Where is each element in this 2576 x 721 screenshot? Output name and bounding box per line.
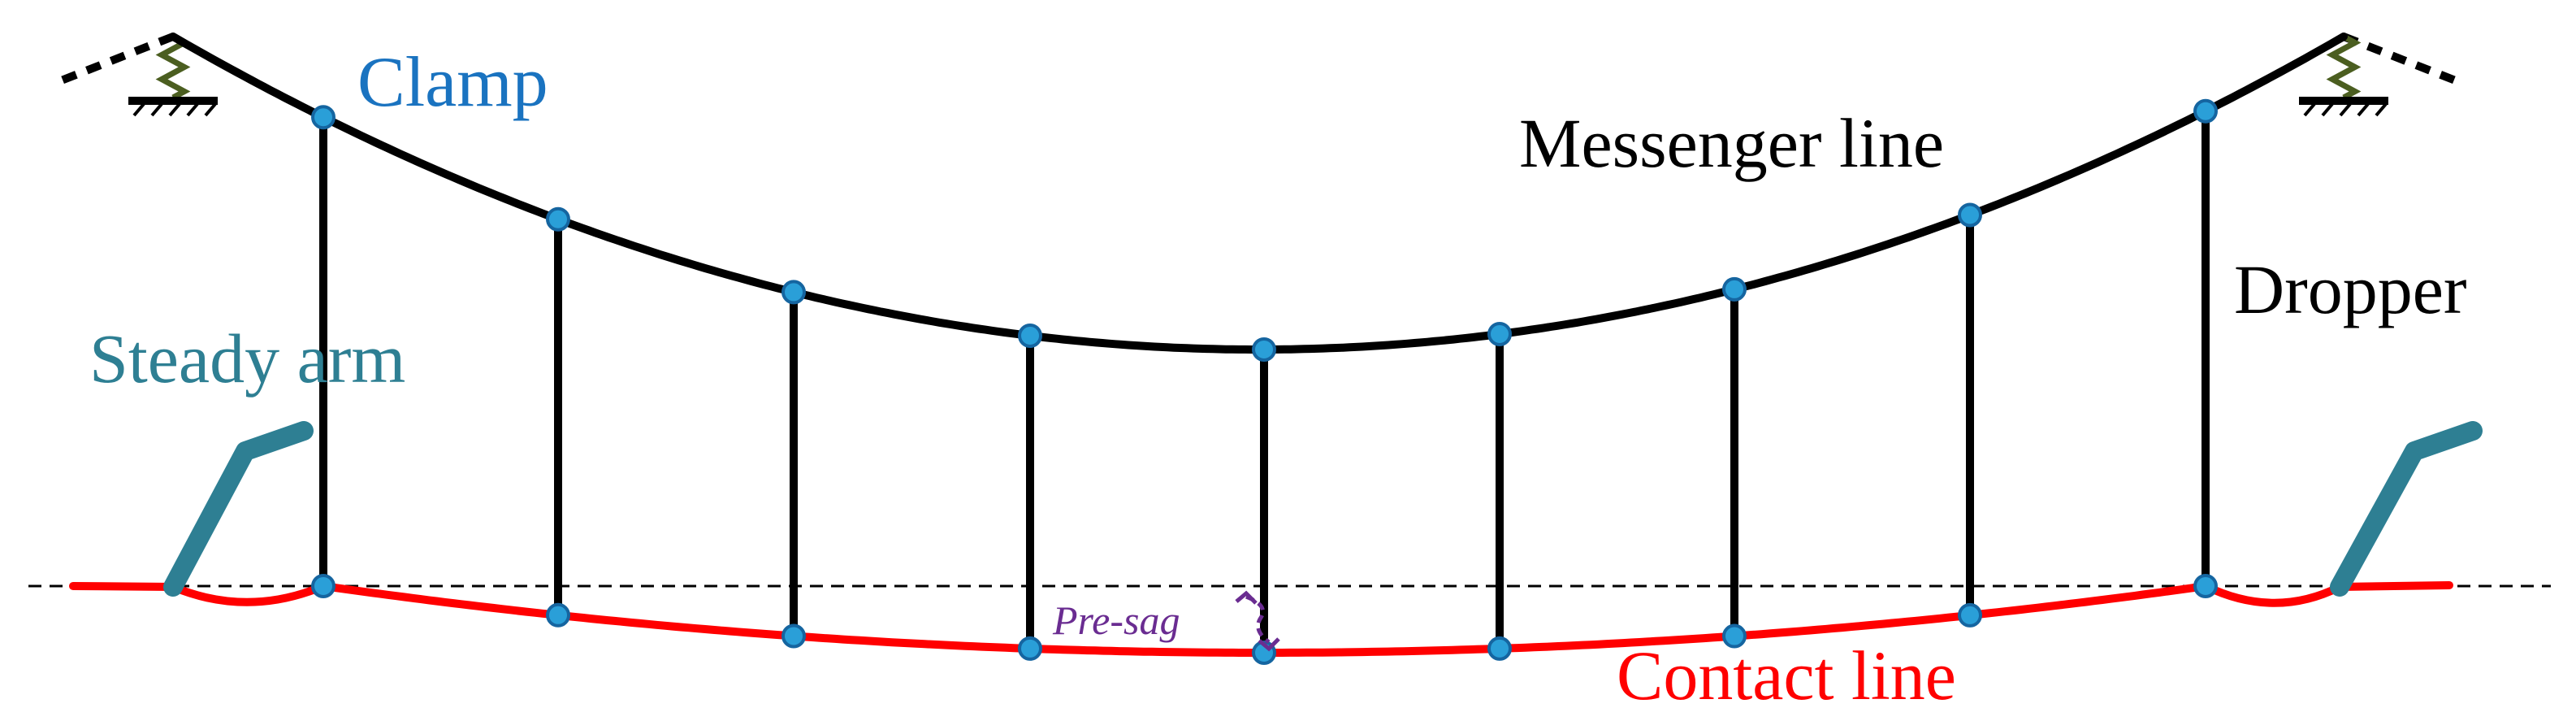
dropper-label: Dropper xyxy=(2234,250,2467,328)
contact-clamp-node-2 xyxy=(546,602,570,628)
contact-line-label: Contact line xyxy=(1617,636,1956,714)
span-continuation xyxy=(2342,33,2459,85)
right-steady-arm xyxy=(2330,421,2483,597)
messenger-line-label: Messenger line xyxy=(1519,104,1944,182)
ground-hatch xyxy=(2321,102,2334,117)
left-support-spring-icon xyxy=(58,33,218,117)
pre-sag-marker xyxy=(1235,590,1280,652)
ground-hatch xyxy=(168,102,181,117)
ground-hatch xyxy=(150,102,163,117)
messenger-clamp-node-8 xyxy=(1958,202,1982,228)
contact-clamp-node-9 xyxy=(2193,574,2218,598)
messenger-clamp-node-1 xyxy=(311,105,336,130)
messenger-clamp-node-3 xyxy=(781,280,806,305)
clamp-nodes xyxy=(311,98,2218,665)
ground-hatch xyxy=(186,102,199,117)
contact-clamp-node-4 xyxy=(1018,636,1042,661)
clamp-label: Clamp xyxy=(357,43,548,122)
messenger-clamp-node-7 xyxy=(1722,276,1747,302)
messenger-clamp-node-4 xyxy=(1018,323,1042,348)
messenger-clamp-node-9 xyxy=(2193,98,2218,124)
ground-hatch xyxy=(2339,102,2352,117)
left-steady-arm xyxy=(163,421,314,597)
contact-clamp-node-3 xyxy=(781,623,806,649)
steady-arm-label: Steady arm xyxy=(89,319,405,397)
ground-hatch xyxy=(2303,102,2316,117)
messenger-clamp-node-6 xyxy=(1487,321,1512,346)
contact-clamp-node-8 xyxy=(1958,602,1982,628)
contact-clamp-node-6 xyxy=(1487,636,1512,661)
ground-hatch xyxy=(204,102,217,117)
pre-sag-label: Pre-sag xyxy=(1052,597,1180,643)
ground-hatch xyxy=(2357,102,2370,117)
span-continuation xyxy=(58,33,175,85)
messenger-clamp-node-2 xyxy=(546,206,570,232)
ground-hatch xyxy=(132,102,145,117)
droppers xyxy=(319,111,2210,653)
spring-icon xyxy=(2326,33,2362,101)
contact-clamp-node-1 xyxy=(311,574,336,598)
contact-clamp-node-7 xyxy=(1722,623,1747,649)
pre-sag-arrowhead-bottom xyxy=(1258,637,1280,652)
right-support-spring-icon xyxy=(2299,33,2459,117)
messenger-clamp-node-5 xyxy=(1252,337,1276,362)
pre-sag-arrowhead-top xyxy=(1235,590,1258,605)
ground-hatch xyxy=(2375,102,2388,117)
pre-sag-arrow xyxy=(1245,594,1271,644)
spring-icon xyxy=(155,33,191,101)
